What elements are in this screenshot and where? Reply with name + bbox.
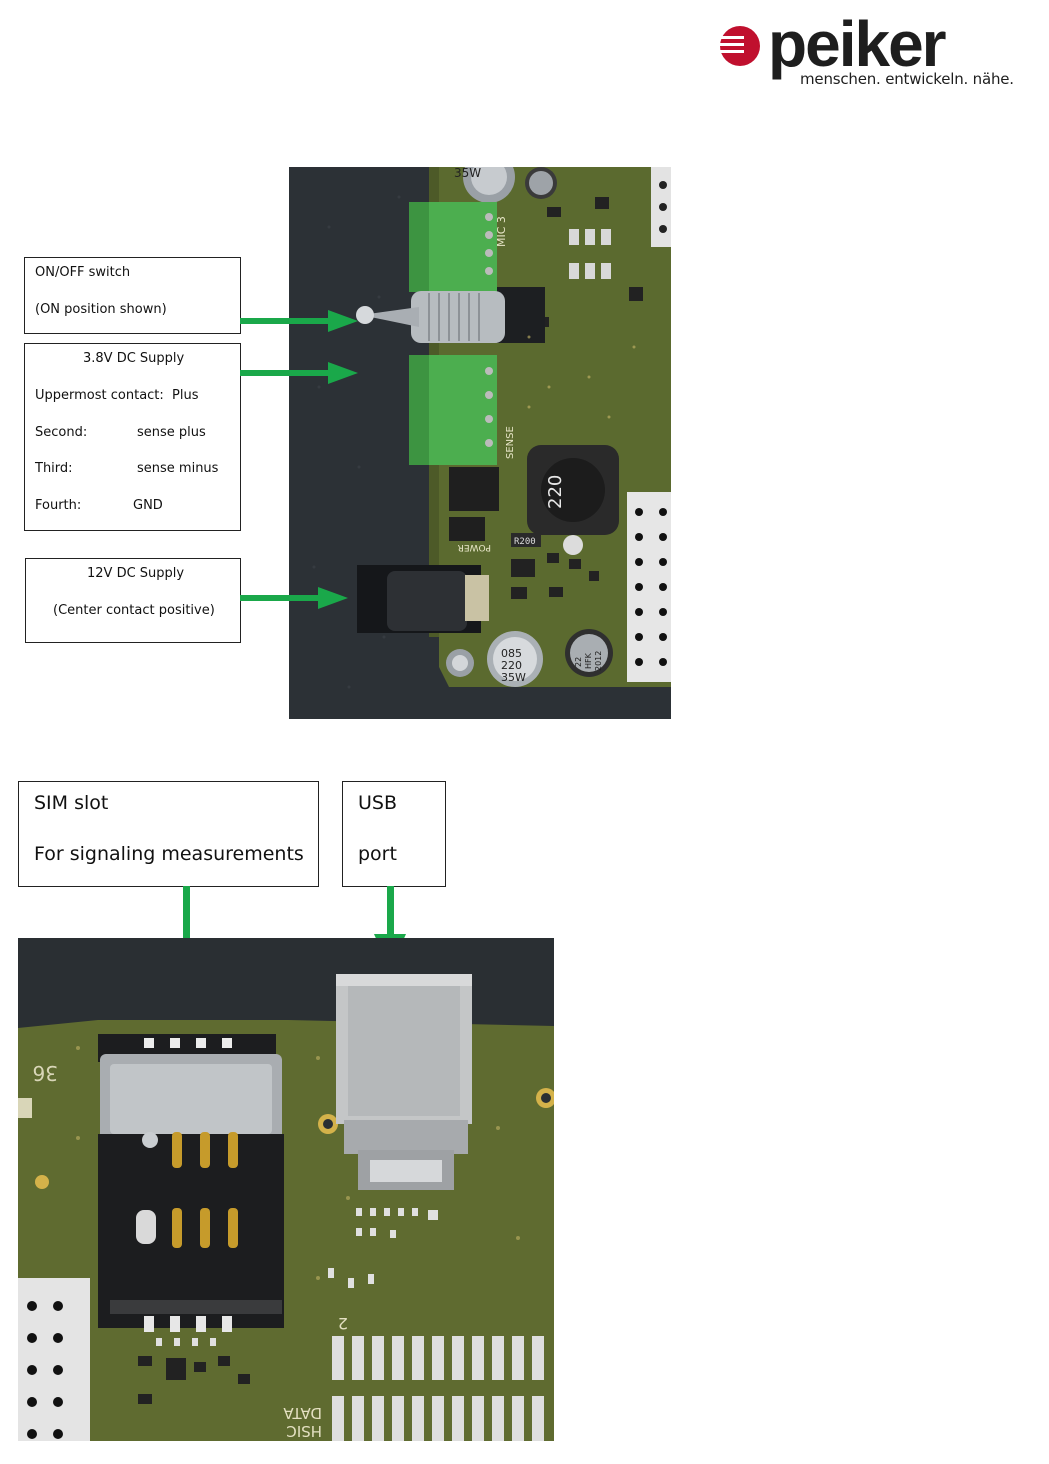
mic-label: MIC 3 (495, 216, 508, 247)
onoff-title: ON/OFF switch (35, 265, 131, 280)
resistor-marking: R200 (514, 537, 536, 547)
row-third-value: sense minus (137, 461, 219, 476)
data-label: DATA (283, 1404, 322, 1422)
row-fourth-label: Fourth: (35, 498, 82, 513)
usb-title: USB (358, 792, 398, 814)
sim-title: SIM slot (34, 792, 109, 814)
cap-small-line-3: 2012 (594, 651, 603, 671)
usb-port-callout: USB port (342, 781, 446, 887)
hsic-label: HSIC (286, 1422, 322, 1440)
power-board-photo: 35W MIC 3 (289, 167, 671, 719)
cap-top-marking: 35W (454, 167, 481, 180)
logo-tagline: menschen. entwickeln. nähe. (800, 70, 1014, 88)
supply-12v-callout: 12V DC Supply (Center contact positive) (25, 558, 241, 643)
onoff-note: (ON position shown) (35, 302, 167, 317)
power-label: POWER (458, 542, 491, 552)
row-uppermost-label: Uppermost contact: (35, 388, 164, 403)
row-second-label: Second: (35, 425, 88, 440)
cap-small-line-1: 22 (574, 657, 583, 667)
arrow-onoff-icon (240, 310, 358, 332)
cap-bottom-line-2: 220 (501, 659, 522, 672)
sim-note: For signaling measurements (34, 843, 304, 865)
cap-bottom-line-1: 085 (501, 647, 522, 660)
row-uppermost-value: Plus (172, 388, 199, 403)
row-second-value: sense plus (137, 425, 206, 440)
logo-mark-icon (718, 26, 760, 66)
sense-label: SENSE (505, 426, 516, 459)
peiker-logo: peiker menschen. entwickeln. nähe. (718, 8, 1038, 94)
supply-12v-note: (Center contact positive) (53, 603, 215, 618)
row-fourth-value: GND (133, 498, 163, 513)
usb-note: port (358, 843, 397, 865)
onoff-switch-callout: ON/OFF switch (ON position shown) (24, 257, 241, 334)
arrow-12v-icon (240, 587, 348, 609)
logo-wordmark: peiker (768, 8, 947, 80)
edge-number: 36 (33, 1061, 58, 1085)
cap-bottom-line-3: 35W (501, 671, 526, 684)
sim-slot-callout: SIM slot For signaling measurements (18, 781, 319, 887)
supply-38v-title: 3.8V DC Supply (83, 351, 185, 366)
sim-usb-board-photo: 36 (18, 938, 554, 1441)
row-third-label: Third: (35, 461, 73, 476)
inductor-marking: 220 (545, 475, 566, 509)
supply-38v-callout: 3.8V DC Supply Uppermost contact: Plus S… (24, 343, 241, 531)
pad-number: 2 (338, 1314, 348, 1333)
cap-small-line-2: HFK (584, 652, 593, 669)
arrow-38v-icon (240, 362, 358, 384)
supply-12v-title: 12V DC Supply (87, 566, 185, 581)
